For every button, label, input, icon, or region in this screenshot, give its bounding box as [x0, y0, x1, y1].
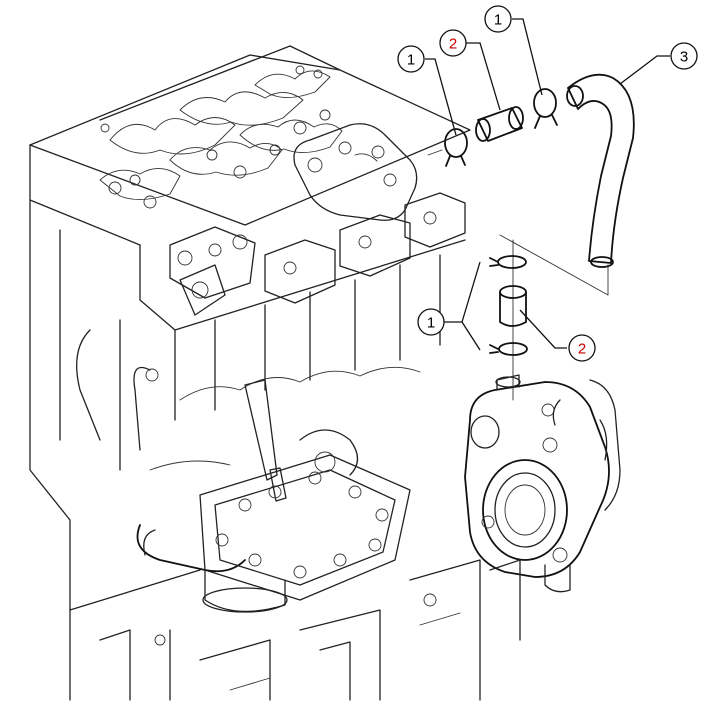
callout-1-lower: 1 — [417, 308, 445, 336]
callout-1-top-right: 1 — [484, 5, 512, 33]
upper-hose-assembly — [427, 73, 635, 296]
callout-label: 1 — [494, 12, 502, 29]
callout-label: 1 — [407, 52, 415, 69]
callout-2-top: 2 — [439, 29, 467, 57]
callout-1-top-left: 1 — [397, 45, 425, 73]
engine-block-drawing — [29, 45, 621, 701]
lower-pipe-assembly — [489, 239, 528, 401]
callout-label: 3 — [680, 49, 688, 66]
callout-label: 2 — [449, 36, 457, 53]
callout-2-lower: 2 — [568, 334, 596, 362]
callout-label: 1 — [427, 315, 435, 332]
callout-3-hose: 3 — [670, 42, 698, 70]
callout-label: 2 — [578, 341, 586, 358]
leader-lines — [425, 18, 670, 351]
